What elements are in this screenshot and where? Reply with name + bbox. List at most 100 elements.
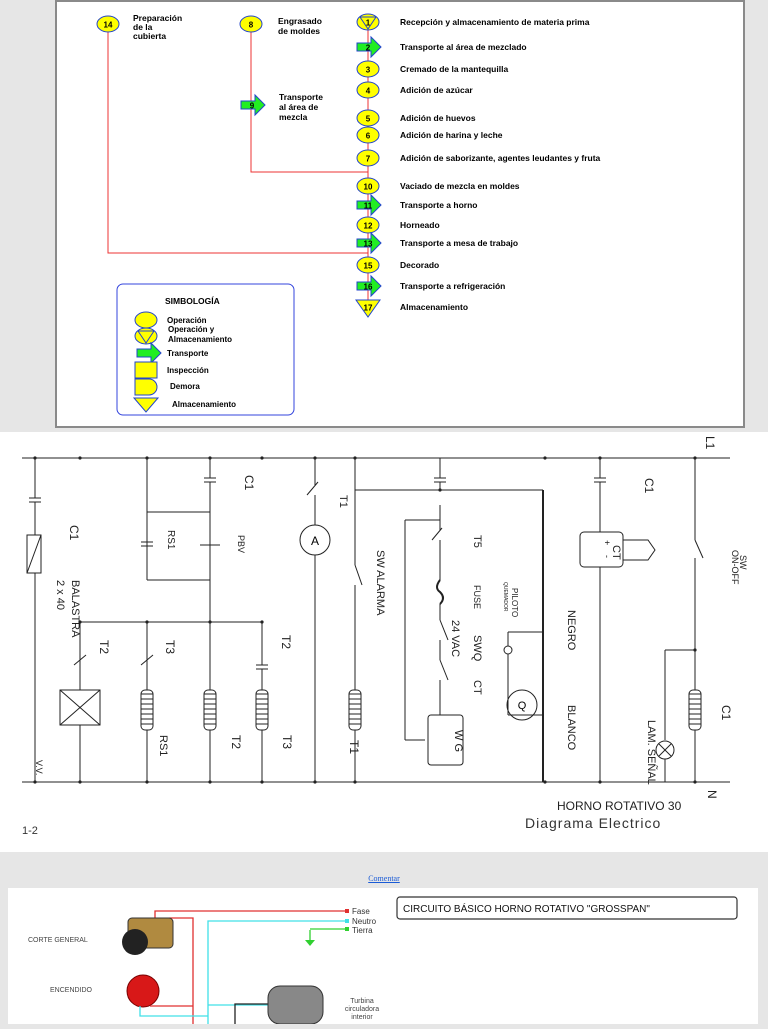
fuse-icon [436,579,444,605]
transport-arrow-icon [240,93,266,117]
page-number: 1-2 [22,825,38,837]
wg-label: W G [452,730,464,752]
component-label: CT [471,680,483,695]
step-number: 16 [364,283,373,292]
branch-label: mezcla [279,112,308,122]
storage-triangle-icon [355,299,381,318]
step-label: Adición de huevos [400,113,476,123]
step-number: 13 [364,240,373,249]
component-label: T3 [280,735,294,749]
nc-contact [140,654,154,666]
fase-wire [154,910,345,937]
operation-circle-icon [356,177,380,195]
step-label: Horneado [400,220,440,230]
ground-icon [305,940,315,946]
component-label: C1 [67,525,81,541]
component-label: BALASTRA [69,580,81,638]
delay-icon [134,378,158,396]
component-label: BLANCO [565,705,577,751]
legend-item-label: Almacenamiento [168,335,232,344]
branch-label: de la [133,22,153,32]
terminal-icon [345,909,349,913]
terminal-icon [345,927,349,931]
component-label: PILOTO [510,588,519,617]
step-label: Adición de azúcar [400,85,473,95]
component-label: NEGRO [565,610,577,651]
branch-label: cubierta [133,31,166,41]
branch-label: de moldes [278,26,320,36]
neutro-wire [207,920,345,1024]
wire [658,743,672,757]
step-number: 14 [104,21,113,30]
turbine-image [267,985,324,1025]
switch-icon [439,619,449,641]
comment-area: Comentar [0,874,768,883]
step-number: 11 [364,202,373,211]
branch-8-line [250,24,368,173]
step-label: Adición de harina y leche [400,130,503,140]
operation-circle-icon [134,311,158,329]
encendido-label: ENCENDIDO [50,987,93,994]
component-label: SWQ [471,635,483,662]
ammeter-label: A [311,534,319,548]
component-label: - [602,555,612,558]
switch-icon [354,564,363,586]
transport-arrow-icon [356,274,382,298]
N-label: N [705,790,719,799]
comment-link[interactable]: Comentar [368,874,400,883]
tierra-label: Tierra [352,926,373,935]
step-label: Transporte a mesa de trabajo [400,238,518,248]
component-label: T2 [97,640,111,654]
on-off-switch-icon [694,539,704,559]
operation-circle-icon [356,109,380,127]
legend-title: SIMBOLOGÍA [165,296,220,306]
storage-triangle-icon [359,16,377,30]
circuit-title: CIRCUITO BÁSICO HORNO ROTATIVO "GROSSPAN… [403,902,650,915]
thermocouple-probe [622,539,656,561]
operation-circle-icon [356,126,380,144]
wire [234,1003,268,1024]
hidden: C1 [62,520,63,521]
step-label: Transporte a horno [400,200,477,210]
motor-label: Q [518,700,527,712]
ballast-slash [26,534,42,574]
step-number: 2 [366,44,371,53]
component-label: SW ALARMA [374,550,386,616]
step-number: 3 [366,66,371,75]
step-label: Recepción y almacenamiento de materia pr… [400,17,590,27]
step-number: 10 [364,183,373,192]
title-box [396,896,738,920]
inspection-square-icon [134,361,158,379]
turbina-label: circuladora [345,1006,379,1013]
nc-contact [306,481,319,496]
nc-contact [431,527,443,541]
legend-item-label: Transporte [167,349,209,358]
nc-contact [73,654,87,666]
legend-item-label: Inspección [167,366,209,375]
diagram-title-2: Diagrama Electrico [525,815,661,831]
junction-dot [543,456,547,460]
transport-arrow-icon [136,341,162,365]
transport-arrow-icon [356,193,382,217]
junction-dot [543,780,547,784]
component-label: T2 [279,635,293,649]
step-number: 17 [364,304,373,313]
thermostat-contact [439,659,449,681]
component-label: PBV [236,535,246,553]
branch-label: Preparación [133,13,182,23]
operation-circle-icon [356,60,380,78]
transport-arrow-icon [356,35,382,59]
component-label: + [602,540,612,545]
step-number: 9 [250,102,255,111]
operation-circle-icon [356,81,380,99]
legend-item-label: Operación y [168,325,215,334]
neutro-label: Neutro [352,917,377,926]
branch-label: Engrasado [278,16,322,26]
legend-item-label: Almacenamiento [172,400,236,409]
turbina-label: Turbina [350,998,374,1005]
wire [59,689,101,726]
component-label: LAM. SEÑAL [645,720,658,785]
step-number: 4 [366,87,371,96]
